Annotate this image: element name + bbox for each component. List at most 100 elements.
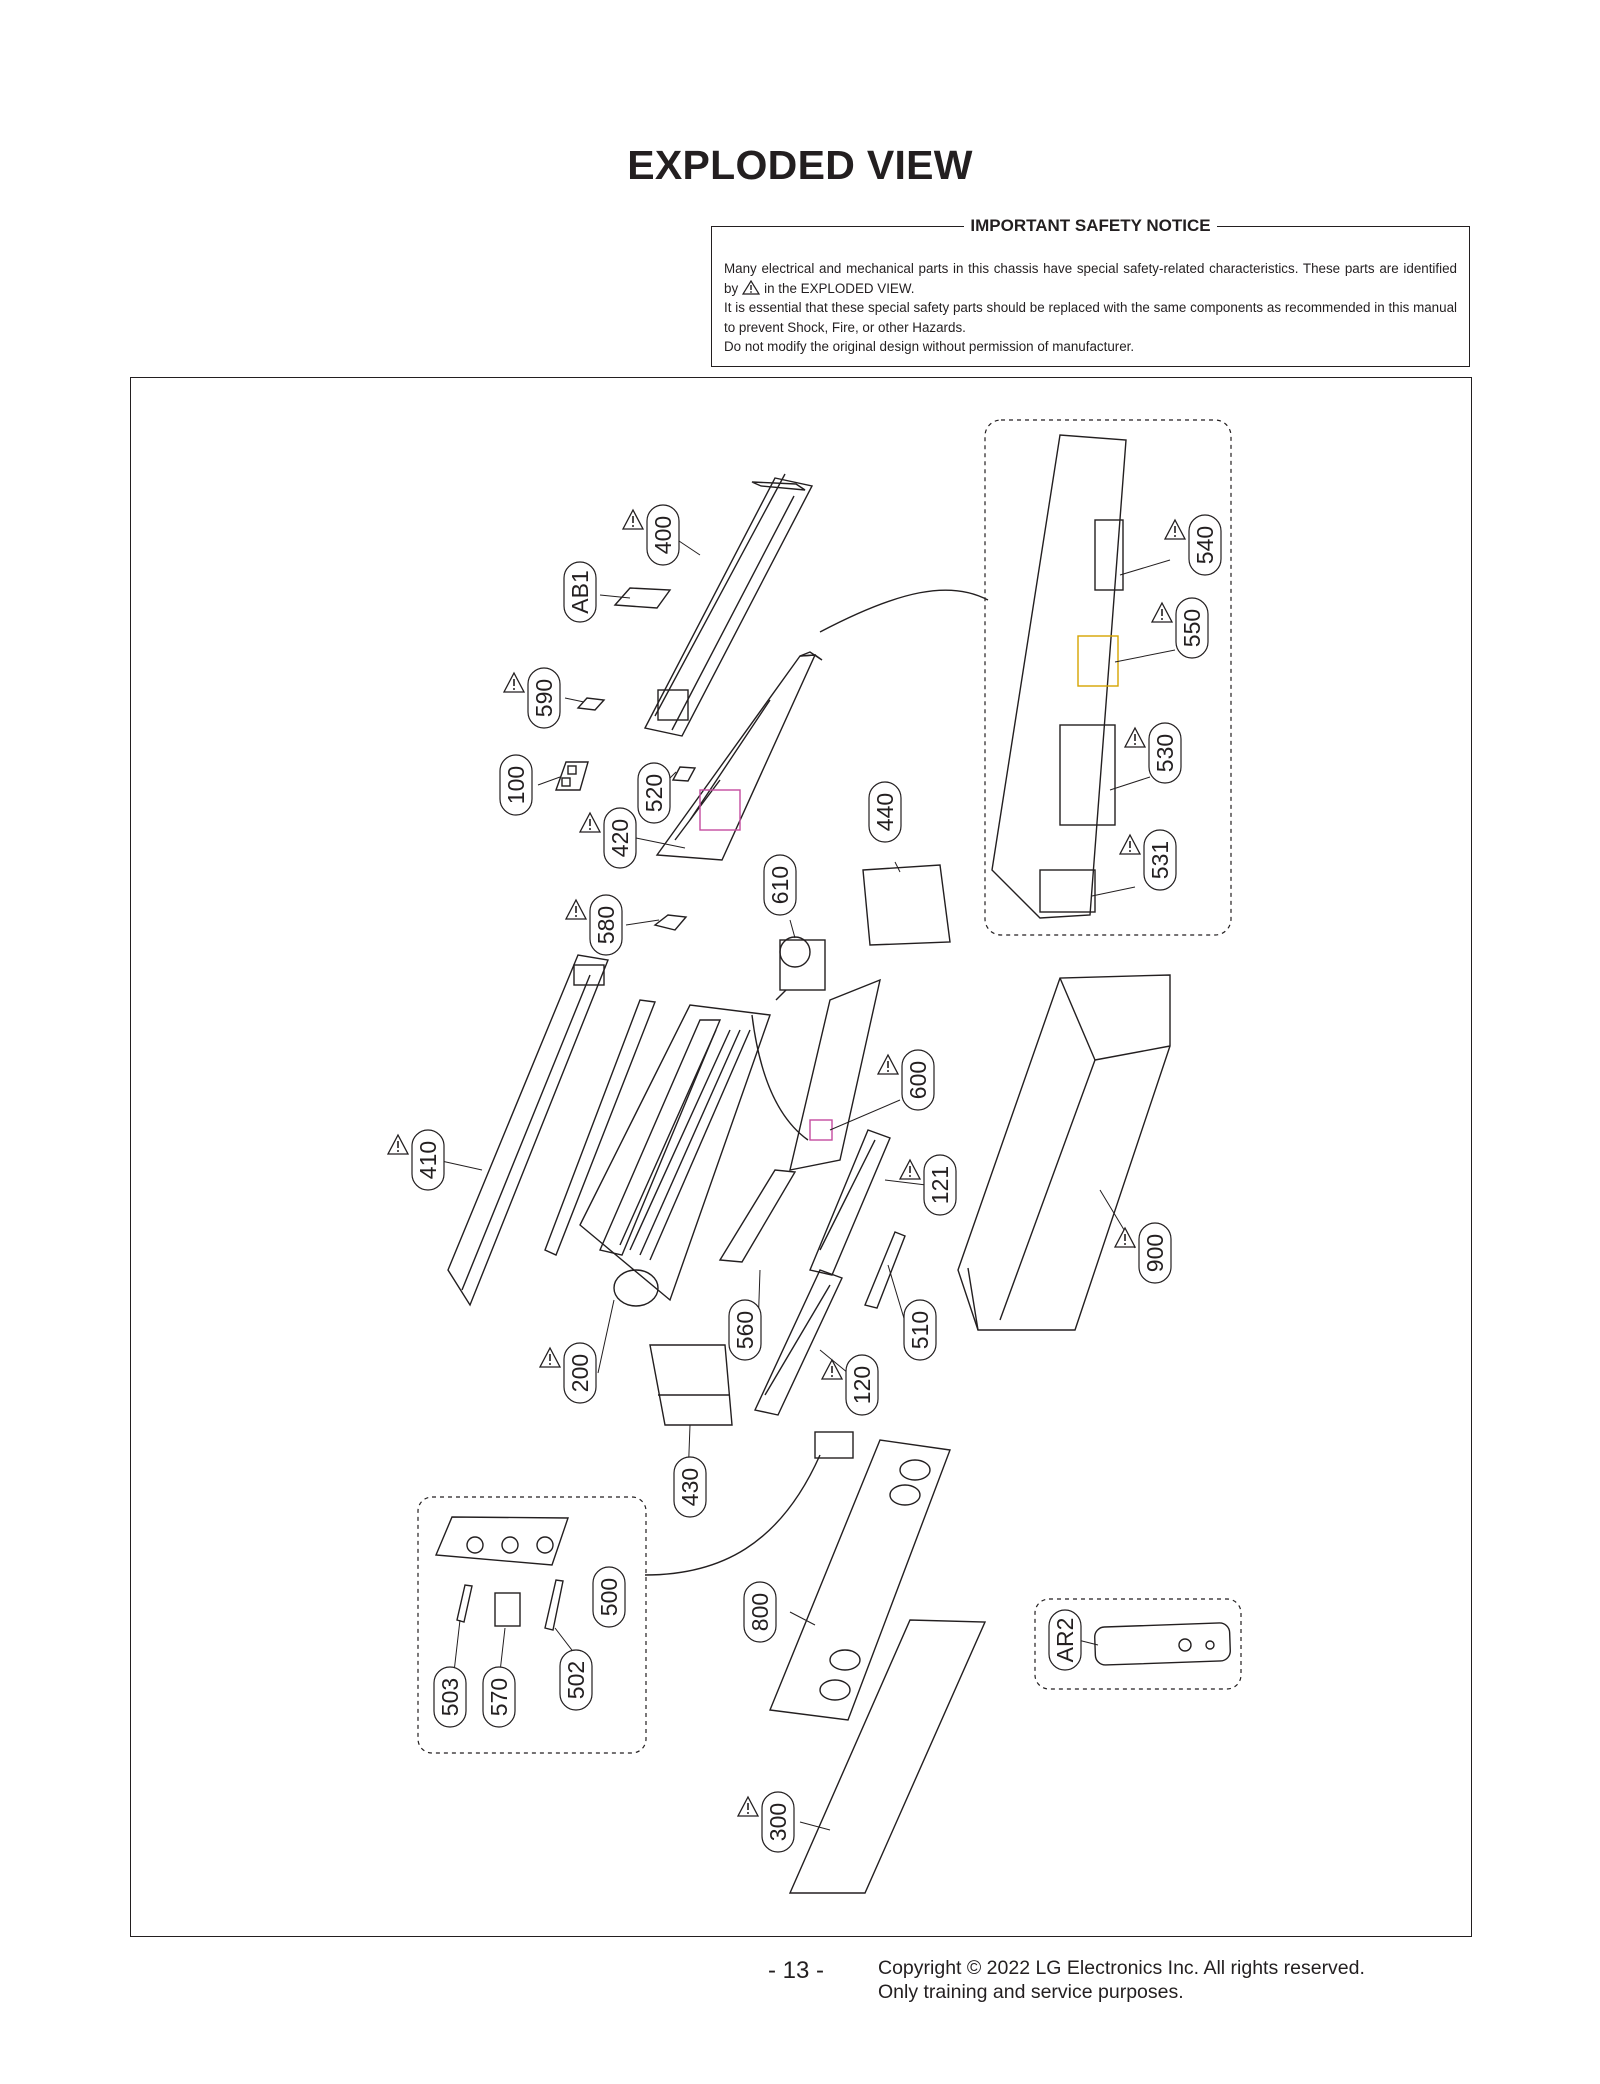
part-label-503: 503: [433, 1666, 467, 1728]
part-label-text: 800: [747, 1593, 773, 1631]
part-label-430: 430: [673, 1456, 707, 1518]
warning-triangle-icon: [737, 1796, 759, 1817]
part-label-text: 400: [650, 516, 676, 554]
part-label-text: 570: [486, 1678, 512, 1716]
part-100: [555, 761, 589, 791]
notice-line-1: Many electrical and mechanical parts in …: [724, 261, 1457, 296]
control-group-outline: [417, 1496, 647, 1754]
part-label-text: 430: [677, 1468, 703, 1506]
part-label-590: 590: [527, 667, 561, 729]
notice-line-3: Do not modify the original design withou…: [724, 339, 1135, 354]
part-400-top-cover: [643, 473, 814, 737]
part-510: [864, 1231, 906, 1309]
part-label-text: 503: [437, 1678, 463, 1716]
safety-notice-body: Many electrical and mechanical parts in …: [724, 259, 1457, 357]
part-label-400: 400: [646, 504, 680, 566]
part-label-text: 590: [531, 679, 557, 717]
part-label-410: 410: [411, 1129, 445, 1191]
part-label-560: 560: [728, 1299, 762, 1361]
warning-triangle-icon: [899, 1159, 921, 1180]
part-label-ab1: AB1: [563, 561, 597, 623]
part-label-text: 560: [732, 1311, 758, 1349]
part-label-text: AR2: [1052, 1618, 1078, 1663]
part-120: [753, 1269, 843, 1416]
part-label-550: 550: [1175, 597, 1209, 659]
part-label-100: 100: [499, 754, 533, 816]
page-number: - 13 -: [768, 1957, 825, 1984]
part-label-600: 600: [901, 1049, 935, 1111]
part-label-610: 610: [763, 854, 797, 916]
part-300-side-cover: [788, 1619, 987, 1894]
part-label-531: 531: [1143, 829, 1177, 891]
diagram-frame: [130, 377, 1472, 1937]
warning-triangle-icon: [1124, 727, 1146, 748]
warning-triangle-icon: [742, 279, 761, 295]
warning-triangle-icon: [821, 1359, 843, 1380]
part-500-control-box: [434, 1516, 569, 1566]
part-600: [789, 978, 881, 1171]
part-label-text: 510: [907, 1311, 933, 1349]
part-502: [544, 1579, 564, 1631]
part-label-text: 200: [567, 1354, 593, 1392]
part-label-text: 500: [596, 1578, 622, 1616]
copyright-line: Copyright © 2022 LG Electronics Inc. All…: [878, 1957, 1365, 1979]
part-410-front-panel: [447, 954, 609, 1307]
part-label-800: 800: [743, 1581, 777, 1643]
pcb-group-outline: [984, 419, 1232, 936]
part-AB1: [613, 587, 672, 609]
remote-group-outline: [1034, 1598, 1242, 1690]
safety-notice-box: IMPORTANT SAFETY NOTICE Many electrical …: [711, 216, 1470, 367]
part-label-200: 200: [563, 1342, 597, 1404]
warning-triangle-icon: [503, 672, 525, 693]
warning-triangle-icon: [1114, 1227, 1136, 1248]
part-590: [576, 697, 606, 711]
part-label-300: 300: [761, 1791, 795, 1853]
part-label-text: 520: [641, 774, 667, 812]
part-label-440: 440: [868, 781, 902, 843]
part-label-text: 502: [563, 1661, 589, 1699]
part-label-500: 500: [592, 1566, 626, 1628]
part-label-text: 600: [905, 1061, 931, 1099]
safety-notice-heading: IMPORTANT SAFETY NOTICE: [964, 216, 1217, 235]
warning-triangle-icon: [387, 1134, 409, 1155]
part-570: [494, 1592, 521, 1627]
part-520: [671, 766, 697, 782]
part-580: [653, 914, 688, 931]
warning-triangle-icon: [1164, 519, 1186, 540]
warning-triangle-icon: [539, 1347, 561, 1368]
part-800-base-plate: [769, 1431, 951, 1721]
part-label-text: 530: [1152, 734, 1178, 772]
part-label-502: 502: [559, 1649, 593, 1711]
part-label-text: 531: [1147, 841, 1173, 879]
part-label-text: 121: [927, 1166, 953, 1204]
warning-triangle-icon: [565, 899, 587, 920]
part-label-text: 420: [607, 819, 633, 857]
part-label-530: 530: [1148, 722, 1182, 784]
part-label-520: 520: [637, 762, 671, 824]
part-200-cross-flow-fan: [544, 999, 771, 1307]
pcb-main-assembly: [991, 434, 1127, 919]
part-label-900: 900: [1138, 1222, 1172, 1284]
part-label-text: 900: [1142, 1234, 1168, 1272]
part-440: [862, 864, 951, 946]
part-label-570: 570: [482, 1666, 516, 1728]
part-610: [775, 936, 826, 1001]
part-503: [456, 1584, 473, 1623]
warning-triangle-icon: [622, 509, 644, 530]
part-121: [809, 1129, 891, 1276]
part-900-chassis: [957, 974, 1171, 1331]
notice-line-1-tail: in the EXPLODED VIEW.: [764, 280, 915, 296]
part-label-text: 410: [415, 1141, 441, 1179]
part-label-420: 420: [603, 807, 637, 869]
part-AR2-remote: [1094, 1622, 1231, 1666]
part-label-580: 580: [589, 894, 623, 956]
part-label-text: 540: [1192, 526, 1218, 564]
part-label-ar2: AR2: [1048, 1609, 1082, 1671]
page-title: EXPLODED VIEW: [627, 142, 973, 188]
part-label-121: 121: [923, 1154, 957, 1216]
warning-triangle-icon: [1119, 834, 1141, 855]
part-label-text: 120: [849, 1366, 875, 1404]
part-label-text: 100: [503, 766, 529, 804]
